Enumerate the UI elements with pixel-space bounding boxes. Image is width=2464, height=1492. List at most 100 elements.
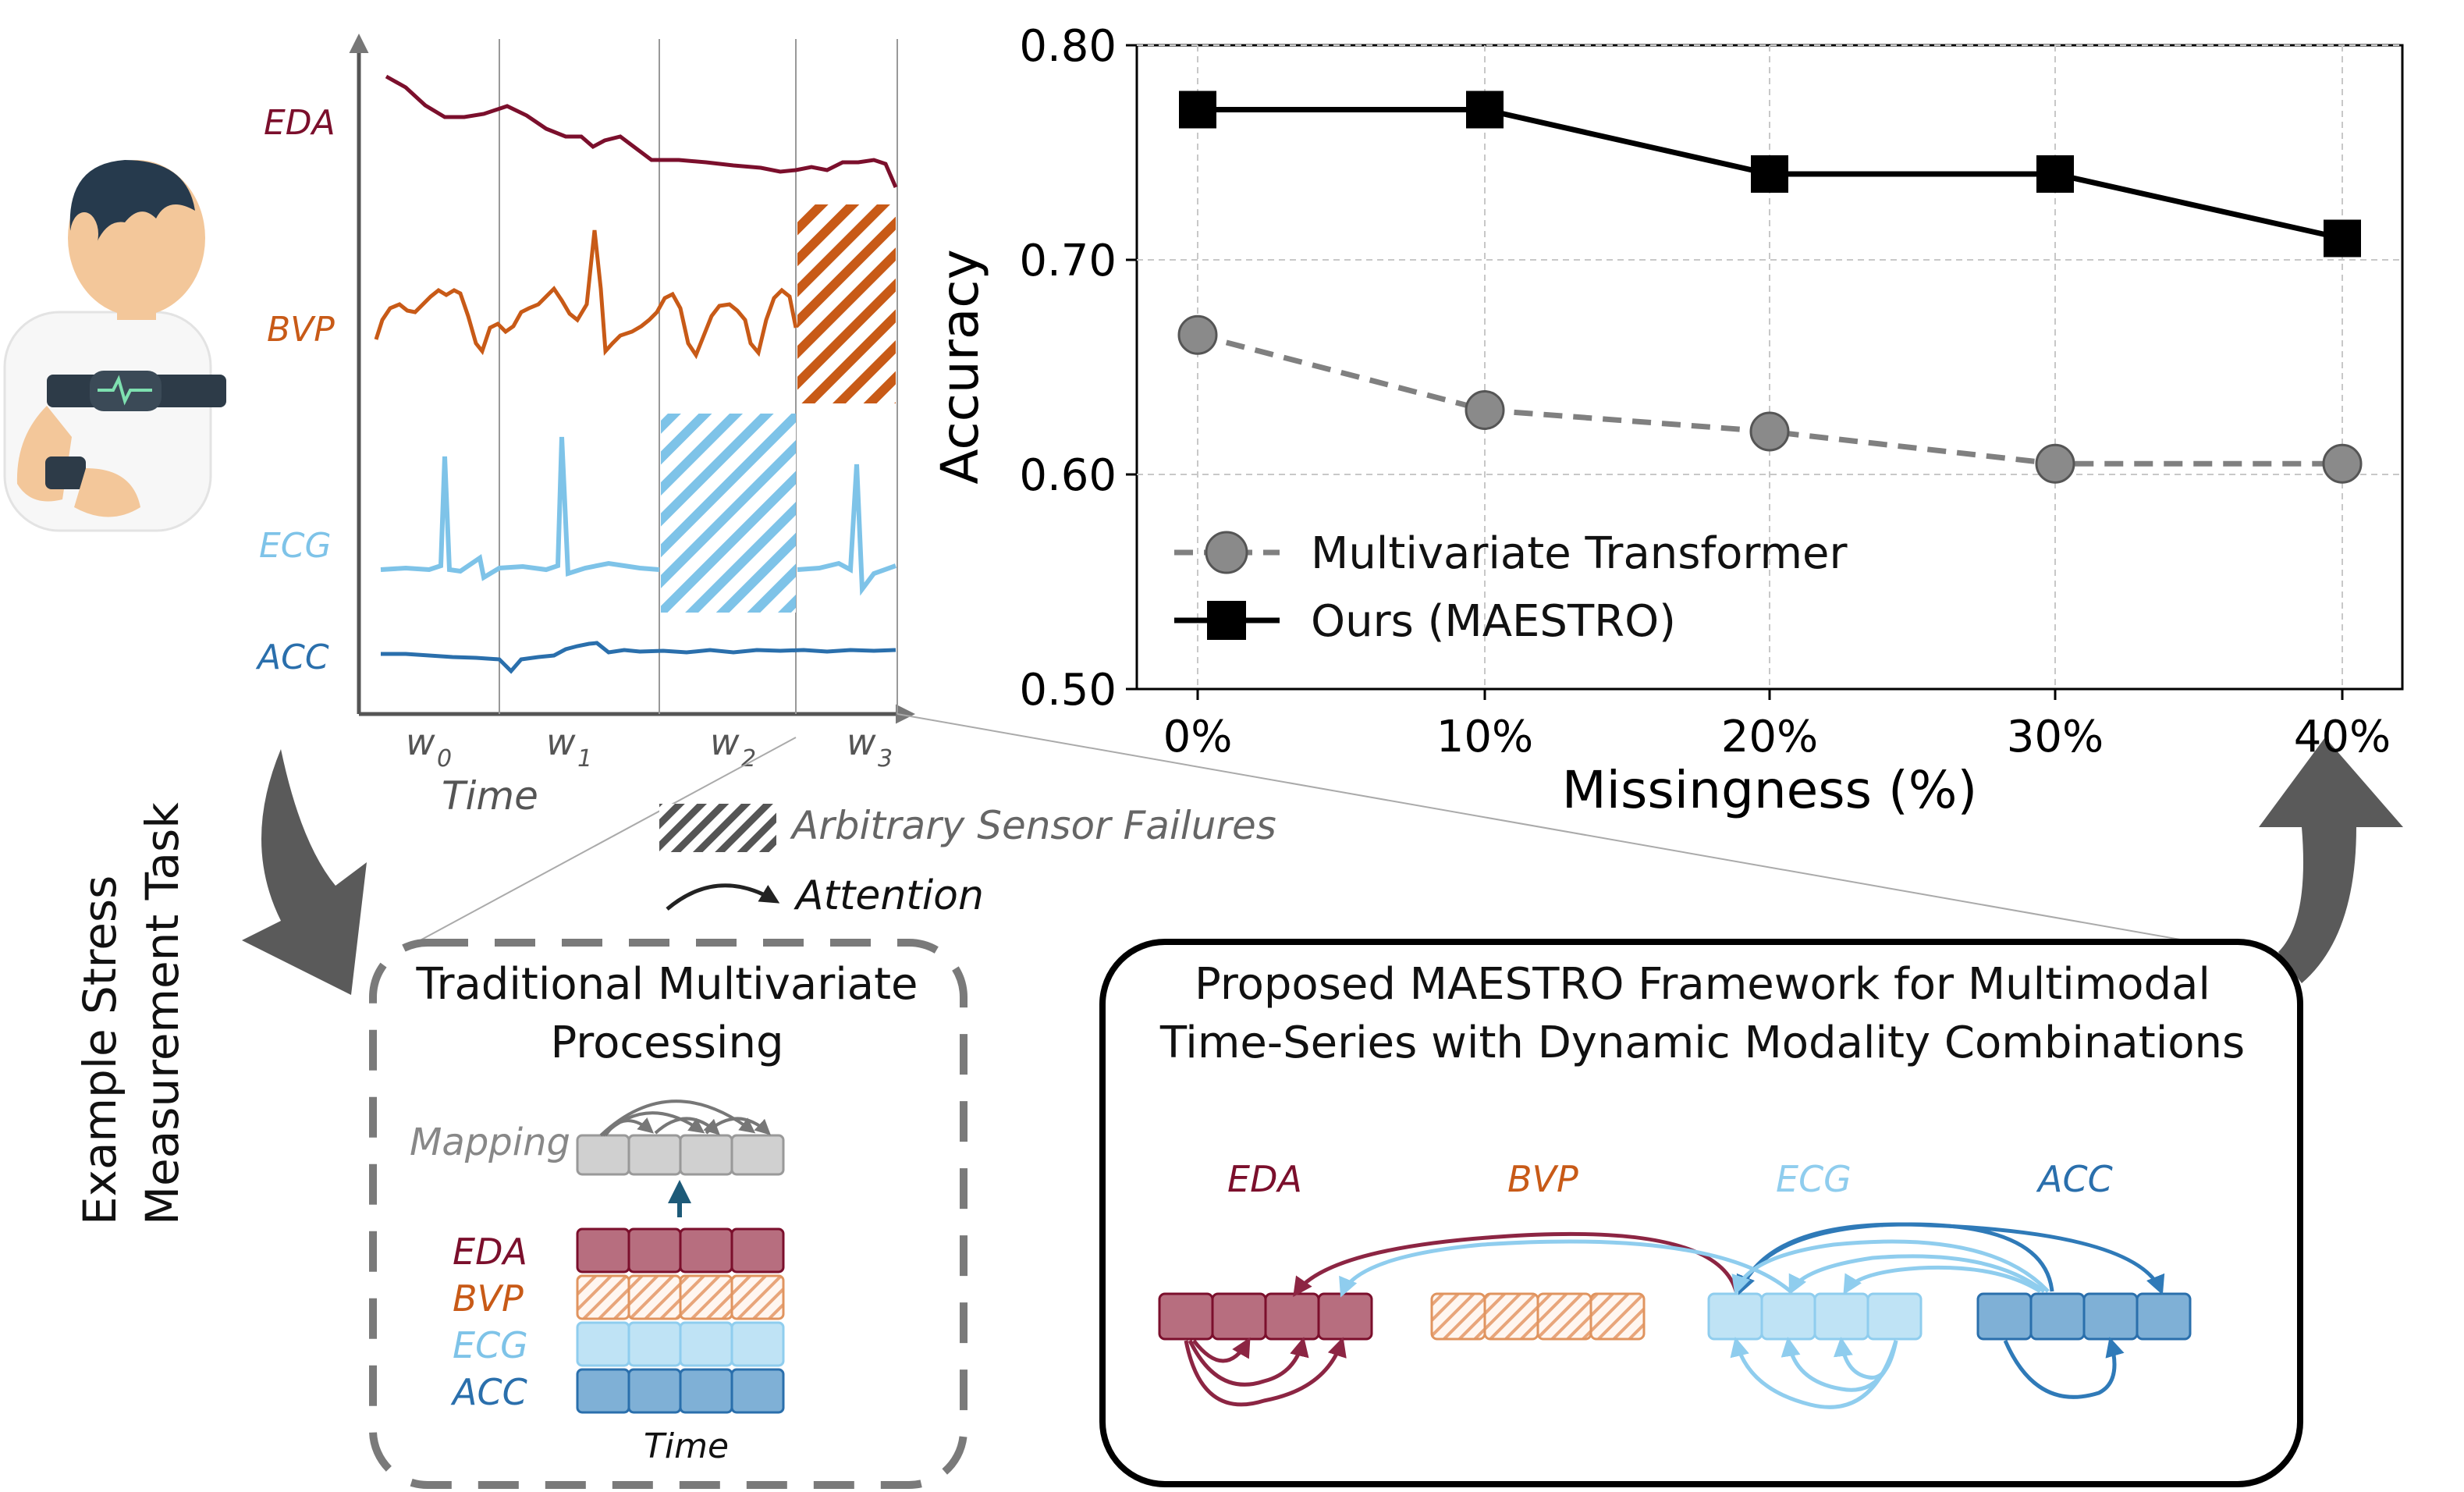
person-illustration (3, 160, 226, 532)
traditional-processing-box: Traditional Multivariate Processing Mapp… (369, 939, 967, 1489)
y-tick-label: 0.60 (1019, 450, 1117, 501)
svg-text:w: w (847, 721, 876, 763)
svg-text:w: w (710, 721, 740, 763)
row-label-ecg: ECG (453, 1324, 528, 1366)
accuracy-chart: 0.50 0.60 0.70 0.80 0% 10% 20% 30% 40% Accuracy… (930, 21, 2404, 820)
row-label-bvp: BVP (453, 1277, 524, 1320)
modality-label-ecg: ECG (1776, 1158, 1852, 1200)
svg-text:2: 2 (741, 745, 756, 773)
legend-label-ours: Ours (MAESTRO) (1311, 596, 1676, 647)
failure-hatch-swatch (659, 804, 776, 852)
ecg-signal (380, 436, 897, 596)
x-tick-label: 10% (1436, 712, 1533, 762)
proposed-title-line2: Time-Series with Dynamic Modality Combin… (1159, 1018, 2245, 1068)
mapping-tokens (576, 1134, 785, 1176)
bvp-missing-block (797, 204, 896, 403)
token-group-acc (1976, 1292, 2192, 1341)
mapping-token (576, 1134, 630, 1176)
y-axis-label: Accuracy (930, 249, 990, 484)
data-point-ours (1179, 91, 1216, 129)
svg-text:0: 0 (437, 745, 452, 773)
data-point-baseline (1465, 390, 1505, 430)
x-tick-label: 30% (2007, 712, 2104, 762)
row-eda (576, 1227, 785, 1274)
mapping-attention-arrows (599, 1099, 771, 1137)
side-label: Example Stress Measurement Task (73, 802, 189, 1225)
mapping-token (679, 1134, 733, 1176)
cross-modal-arrows (1293, 1222, 2165, 1298)
data-point-baseline (1749, 411, 1790, 452)
zoom-connector (405, 737, 797, 949)
token-group-ecg (1707, 1292, 1923, 1341)
proposed-framework-box: Proposed MAESTRO Framework for Multimoda… (1099, 939, 2303, 1487)
data-point-ours (1751, 155, 1788, 193)
acc-signal (381, 641, 896, 674)
x-tick-label: 40% (2294, 712, 2391, 762)
eda-signal (385, 74, 898, 188)
bvp-signal (374, 229, 798, 360)
bvp-label: BVP (267, 310, 335, 350)
data-point-baseline (2035, 443, 2075, 484)
legend-marker-ours (1207, 601, 1246, 640)
data-point-ours (2324, 219, 2361, 258)
ecg-label: ECG (259, 526, 332, 566)
traditional-title-line1: Traditional Multivariate (415, 959, 918, 1010)
token-group-eda (1158, 1292, 1373, 1341)
svg-text:w: w (546, 721, 576, 763)
token-group-bvp (1430, 1292, 1646, 1341)
data-point-baseline (2322, 443, 2363, 484)
y-tick-label: 0.50 (1019, 665, 1117, 716)
data-point-ours (2036, 155, 2074, 193)
x-axis-label: Missingness (%) (1562, 760, 1978, 820)
acc-label: ACC (255, 638, 329, 677)
y-ticks: 0.50 0.60 0.70 0.80 (1019, 21, 1137, 716)
svg-text:w: w (406, 721, 435, 763)
modality-label-bvp: BVP (1507, 1158, 1578, 1200)
down-curved-arrow-icon (242, 749, 367, 995)
attention-legend-text: Attention (794, 872, 984, 919)
x-tick-label: 0% (1163, 712, 1233, 762)
chart-legend: Multivariate Transformer Ours (MAESTRO) (1174, 528, 1848, 647)
mapping-token (627, 1134, 682, 1176)
data-point-baseline (1177, 314, 1218, 355)
ecg-missing-block (661, 414, 796, 613)
wristband-icon (45, 456, 86, 489)
traditional-title-line2: Processing (550, 1018, 783, 1068)
up-curved-arrow-icon (2259, 737, 2403, 983)
eda-label: EDA (264, 103, 336, 143)
grid (1137, 44, 2402, 689)
legend-label-baseline: Multivariate Transformer (1311, 528, 1848, 579)
small-legend: Arbitrary Sensor Failures Attention (659, 803, 1276, 919)
row-label-acc: ACC (450, 1371, 527, 1413)
modality-label-acc: ACC (2036, 1158, 2113, 1200)
y-tick-label: 0.80 (1019, 21, 1117, 72)
mapping-label: Mapping (410, 1121, 570, 1164)
series-layer (1177, 91, 2363, 484)
series-line-baseline (1197, 332, 2342, 467)
mapping-token (730, 1134, 785, 1176)
time-axis-label: Time (442, 773, 538, 819)
proposed-title-line1: Proposed MAESTRO Framework for Multimoda… (1195, 959, 2210, 1010)
x-ticks: 0% 10% 20% 30% 40% (1163, 689, 2391, 762)
traditional-time-label: Time (644, 1426, 729, 1466)
data-point-ours (1466, 91, 1504, 129)
row-label-eda: EDA (453, 1231, 527, 1273)
y-tick-label: 0.70 (1019, 236, 1117, 286)
side-label-line2: Measurement Task (136, 802, 189, 1225)
attention-arrow-icon (666, 883, 780, 911)
x-tick-label: 20% (1721, 712, 1818, 762)
zoom-connector (896, 713, 2185, 941)
row-acc (576, 1368, 785, 1414)
svg-text:3: 3 (878, 745, 893, 773)
legend-marker-baseline (1205, 531, 1248, 574)
row-ecg (576, 1321, 785, 1367)
failures-legend-text: Arbitrary Sensor Failures (790, 803, 1276, 848)
side-label-line1: Example Stress (73, 876, 126, 1225)
modality-label-eda: EDA (1227, 1158, 1302, 1200)
